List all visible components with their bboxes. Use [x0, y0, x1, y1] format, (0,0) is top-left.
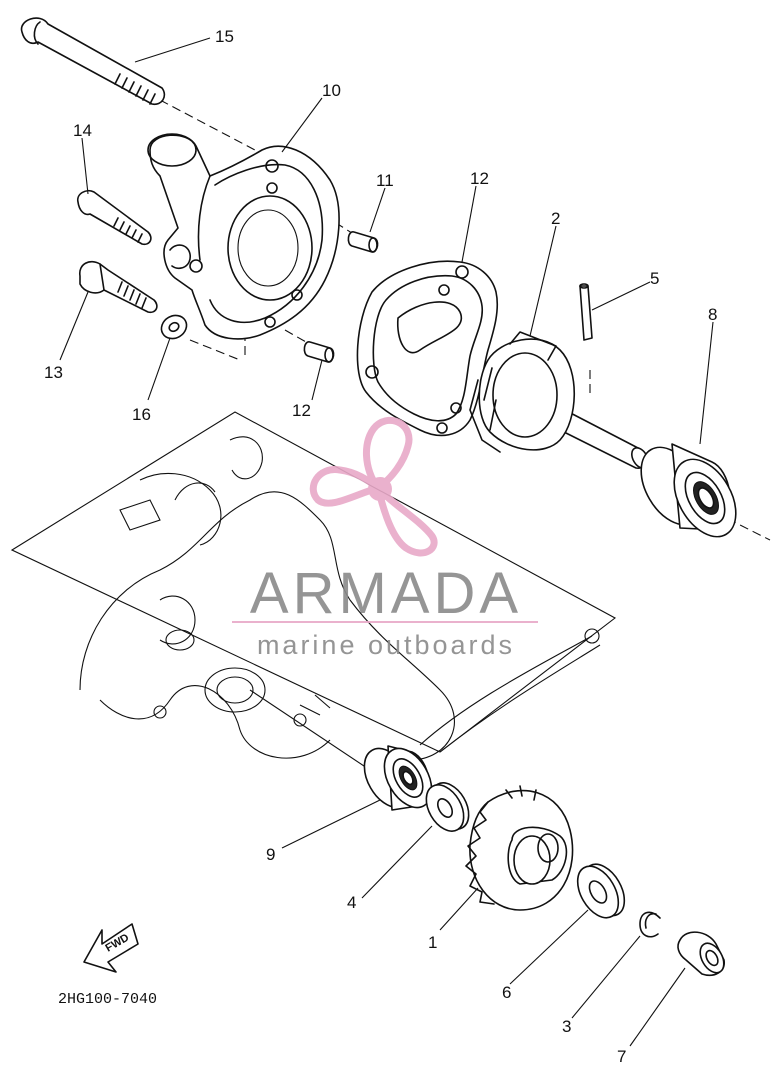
- part-6-washer: [576, 863, 626, 919]
- part-15-bolt: [76, 189, 152, 246]
- callout-7: 7: [617, 1047, 626, 1066]
- part-14-washer: [160, 314, 188, 340]
- part-7-collar: [677, 931, 725, 976]
- part-12-dowel-pin-lower: [303, 341, 335, 363]
- callout-11: 12: [470, 169, 489, 188]
- callout-5: 5: [650, 269, 659, 288]
- callout-8: 8: [708, 305, 717, 324]
- crankcase-outline: [10, 411, 617, 771]
- leader-lines: [59, 37, 714, 1047]
- part-2-impeller-shaft: [469, 331, 649, 469]
- armada-watermark: ARMADA marine outboards: [232, 417, 538, 660]
- callout-labels: 15 10 14 11 12 2 5 8 13 12 16 9 4 1 6 3 …: [44, 27, 717, 1066]
- callout-3: 3: [562, 1017, 571, 1036]
- callout-4: 4: [347, 893, 356, 912]
- part-9-bearing: [363, 745, 433, 811]
- callout-13: 13: [44, 363, 63, 382]
- callout-2: 2: [551, 209, 560, 228]
- part-5-pin: [579, 283, 593, 341]
- part-1-gear: [465, 785, 574, 911]
- callout-12-upper: 11: [376, 171, 394, 190]
- propeller-logo-icon: [309, 417, 438, 557]
- callout-9: 9: [266, 845, 275, 864]
- callout-14: 16: [132, 405, 151, 424]
- callout-15: 14: [73, 121, 92, 140]
- drawing-code: 2HG100-7040: [58, 991, 157, 1008]
- fwd-arrow-icon: FWD: [83, 923, 139, 973]
- watermark-subtitle: marine outboards: [257, 630, 515, 660]
- callout-10: 10: [322, 81, 341, 100]
- part-10-pump-cover: [147, 133, 340, 340]
- part-11-gasket: [356, 260, 499, 437]
- callout-1: 1: [428, 933, 437, 952]
- callout-6: 6: [502, 983, 511, 1002]
- part-16-long-bolt: [20, 17, 166, 106]
- callout-12-lower: 12: [292, 401, 311, 420]
- watermark-title: ARMADA: [250, 561, 522, 626]
- callout-16: 15: [215, 27, 234, 46]
- part-3-circlip: [639, 911, 661, 938]
- part-8-bearing: [640, 443, 737, 538]
- part-12-dowel-pin-upper: [347, 231, 379, 253]
- part-4-washer: [425, 782, 470, 832]
- part-13-flange-bolt: [79, 260, 158, 314]
